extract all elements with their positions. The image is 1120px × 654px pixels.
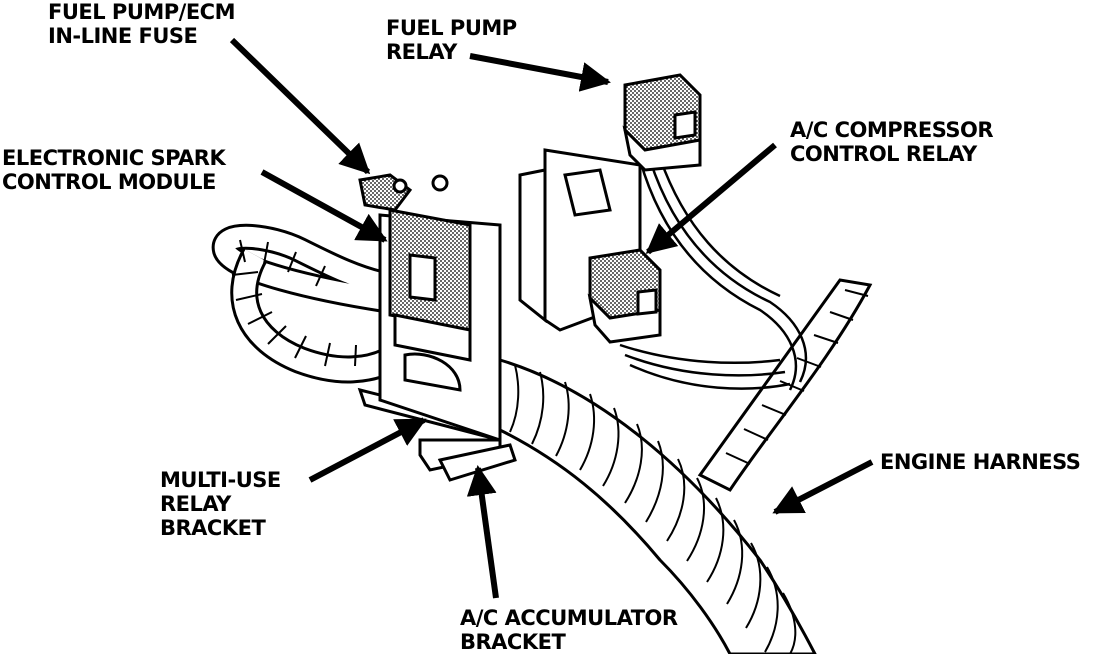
label-multi-use-bracket: MULTI-USE RELAY BRACKET — [160, 468, 281, 540]
arrow-engine-harness — [772, 459, 874, 515]
fuel-pump-relay-shape — [622, 73, 702, 172]
arrow-spark-module — [260, 169, 388, 243]
inline-fuse — [358, 173, 449, 212]
label-line: ENGINE HARNESS — [880, 450, 1081, 474]
label-ac-accumulator-bracket: A/C ACCUMULATOR BRACKET — [460, 606, 678, 654]
label-line: BRACKET — [460, 630, 566, 654]
label-line: A/C ACCUMULATOR — [460, 606, 678, 630]
arrow-accumulator-bracket — [466, 465, 499, 599]
label-line: A/C COMPRESSOR — [790, 118, 994, 142]
relay-wires — [619, 157, 808, 391]
label-line: CONTROL MODULE — [2, 170, 216, 194]
label-line: FUEL PUMP — [386, 16, 517, 40]
arrow-multi-use-bracket — [308, 417, 427, 483]
label-line: FUEL PUMP/ECM — [48, 0, 236, 24]
label-line: MULTI-USE — [160, 468, 281, 492]
ac-relay-shape — [587, 248, 662, 344]
left-harness-loop — [211, 223, 397, 384]
label-line: ELECTRONIC SPARK — [2, 146, 226, 170]
label-line: RELAY — [160, 492, 231, 516]
arrow-fuse — [229, 37, 371, 175]
arrow-ac-relay — [645, 142, 777, 255]
arrow-fuel-pump-relay — [469, 53, 611, 92]
label-fuel-pump-ecm-fuse: FUEL PUMP/ECM IN-LINE FUSE — [48, 0, 236, 48]
label-line: IN-LINE FUSE — [48, 24, 198, 48]
label-line: BRACKET — [160, 516, 266, 540]
spark-control-module — [388, 208, 472, 392]
engine-harness-loom — [498, 357, 817, 654]
label-line: RELAY — [386, 40, 457, 64]
label-electronic-spark-module: ELECTRONIC SPARK CONTROL MODULE — [2, 146, 226, 194]
pointer-arrows — [229, 37, 874, 599]
label-fuel-pump-relay: FUEL PUMP RELAY — [386, 16, 517, 64]
label-line: CONTROL RELAY — [790, 142, 977, 166]
label-engine-harness: ENGINE HARNESS — [880, 450, 1081, 474]
label-ac-compressor-relay: A/C COMPRESSOR CONTROL RELAY — [790, 118, 994, 166]
